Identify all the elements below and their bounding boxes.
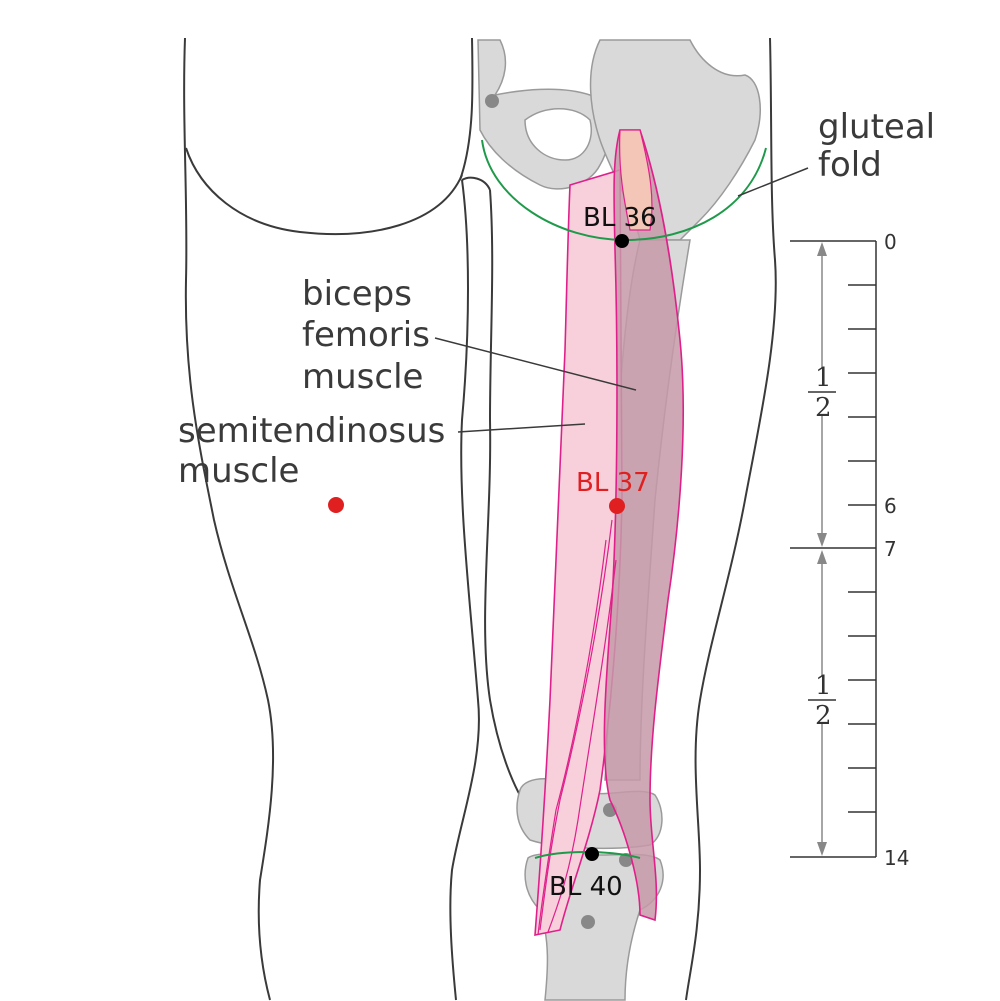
scale-arrowheads (817, 242, 827, 856)
bl36-point (615, 234, 629, 248)
semitendinosus-label-line1: semitendinosus (178, 411, 445, 451)
semitendinosus-label-line2: muscle (178, 451, 299, 491)
gluteal-fold-leader (737, 167, 809, 197)
semitendinosus-leader (457, 423, 586, 433)
biceps-femoris-muscle (603, 129, 685, 922)
measurement-scale (790, 240, 877, 858)
scale-tick-0: 0 (884, 230, 897, 254)
biceps-label-line2: femoris (302, 315, 430, 355)
biceps-label-line3: muscle (302, 357, 423, 397)
bl40-label: BL 40 (549, 872, 623, 902)
upper-half-fraction: 1 2 (808, 363, 836, 423)
scale-tick-7: 7 (884, 537, 897, 561)
landmark-dot (581, 915, 595, 929)
lower-frac-denominator: 2 (815, 701, 832, 731)
lower-frac-numerator: 1 (815, 671, 832, 701)
left-leg-marker (328, 497, 344, 513)
scale-tick-14: 14 (884, 846, 909, 870)
lower-half-fraction: 1 2 (808, 671, 836, 731)
leader-lines (434, 167, 809, 433)
right-leg-outline (685, 37, 777, 1001)
left-leg-outline (183, 37, 531, 1001)
gluteal-fold-label-line2: fold (818, 145, 882, 185)
biceps-leader (434, 337, 637, 391)
landmark-dot (485, 94, 499, 108)
bl37-label: BL 37 (576, 468, 650, 498)
bl40-point (585, 847, 599, 861)
bl37-point (609, 498, 625, 514)
scale-minor-ticks (848, 284, 876, 813)
upper-frac-denominator: 2 (815, 393, 832, 423)
upper-frac-numerator: 1 (815, 363, 832, 393)
biceps-label-line1: biceps (302, 274, 412, 314)
gluteal-fold-label-line1: gluteal (818, 107, 935, 147)
tendon-lines (537, 519, 617, 936)
scale-tick-6: 6 (884, 494, 897, 518)
bl36-label: BL 36 (583, 203, 657, 233)
